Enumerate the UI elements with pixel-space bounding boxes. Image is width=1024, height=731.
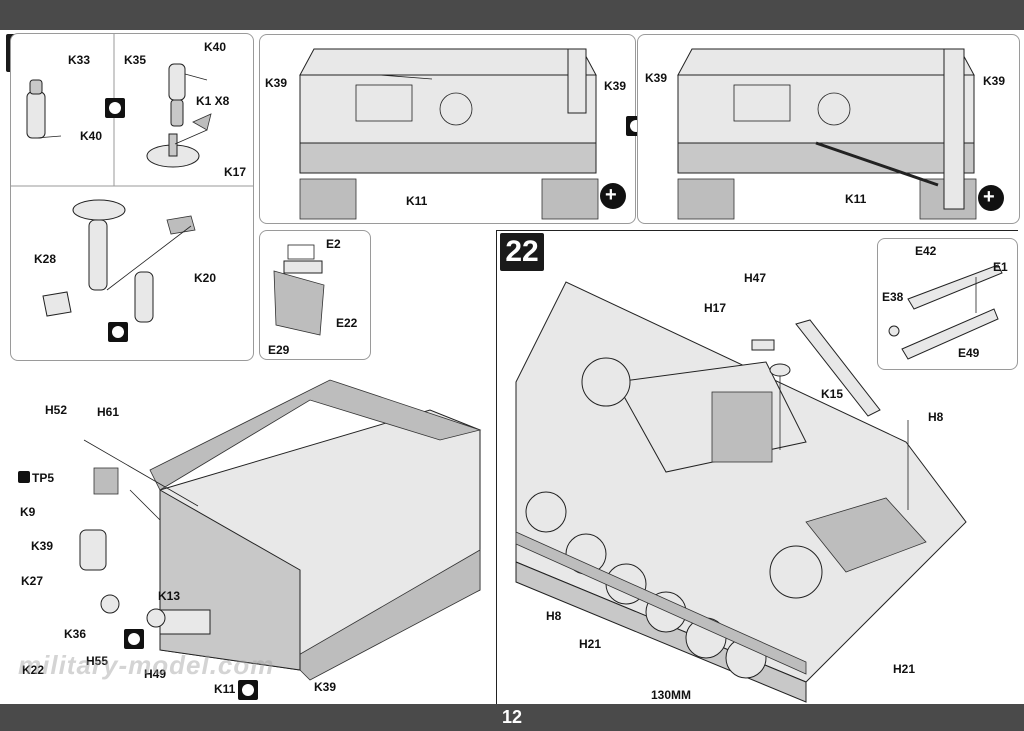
step-divider-top [496,230,1018,231]
label-k39-rear1-b: K39 [604,79,627,93]
yin-yang-icon [124,629,144,649]
label-k35: K35 [124,53,147,67]
rear-view-after-panel [637,34,1020,224]
yin-yang-icon [238,680,258,700]
label-e29: E29 [268,343,290,357]
label-e1: E1 [993,260,1008,274]
bottom-band: 12 [0,704,1024,731]
label-k9: K9 [20,505,36,519]
page-number: 12 [501,707,523,727]
label-k40-b: K40 [204,40,227,54]
label-h8-b: H8 [546,609,562,623]
label-e2: E2 [326,237,341,251]
step21-parts-drawing [11,34,253,323]
label-k22: K22 [22,663,45,677]
label-k20: K20 [194,271,217,285]
rear-view-after-drawing [677,48,977,220]
label-h21-b: H21 [893,662,916,676]
label-e38: E38 [882,290,904,304]
zoom-in-icon: + [978,185,1004,211]
rear-view-before-panel [259,34,636,224]
label-e49: E49 [958,346,980,360]
yin-yang-icon [105,98,125,118]
rear-view-before-drawing [299,48,599,220]
watermark: military-model.com [18,650,275,680]
step21-parts-panel [10,33,254,361]
label-k40-a: K40 [80,129,103,143]
label-tp5: TP5 [18,471,54,485]
label-k11-rear1: K11 [406,194,428,208]
label-h52: H52 [45,403,68,417]
yin-yang-icon [108,322,128,342]
step-22-badge: 22 [500,233,544,271]
label-130mm: 130MM [651,688,692,702]
label-k39-rear2-a: K39 [645,71,668,85]
label-h49: H49 [144,667,167,681]
label-k39-bottom-b: K39 [314,680,337,694]
hull-underside-drawing [79,379,482,681]
top-band [0,0,1024,30]
label-h61: H61 [97,405,120,419]
hull-top-drawing [515,281,967,703]
label-k39-bottom-a: K39 [31,539,54,553]
label-k11-bottom: K11 [214,682,236,696]
label-k27: K27 [21,574,44,588]
label-tp5-text: TP5 [32,471,55,485]
label-k17: K17 [224,165,247,179]
label-k36: K36 [64,627,87,641]
label-k11-rear2: K11 [845,192,867,206]
label-h47: H47 [744,271,767,285]
e-bracket-drawing [888,264,1003,360]
label-k28: K28 [34,252,57,266]
label-h8-a: H8 [928,410,944,424]
label-e22: E22 [336,316,358,330]
label-k33: K33 [68,53,91,67]
label-h21-a: H21 [579,637,602,651]
e-bracket-panel [877,238,1018,370]
label-h55: H55 [86,654,109,668]
label-k13: K13 [158,589,181,603]
label-h17: H17 [704,301,727,315]
e-parts-drawing [273,244,325,336]
step-divider [496,230,497,704]
e-parts-panel [259,230,371,360]
label-k15: K15 [821,387,844,401]
label-k1x8: K1 X8 [196,94,230,108]
step22-parts-drawing [751,319,909,510]
label-e42: E42 [915,244,937,258]
label-k39-rear1-a: K39 [265,76,288,90]
label-k39-rear2-b: K39 [983,74,1006,88]
heart-icon [18,471,30,483]
zoom-in-icon: + [600,183,626,209]
